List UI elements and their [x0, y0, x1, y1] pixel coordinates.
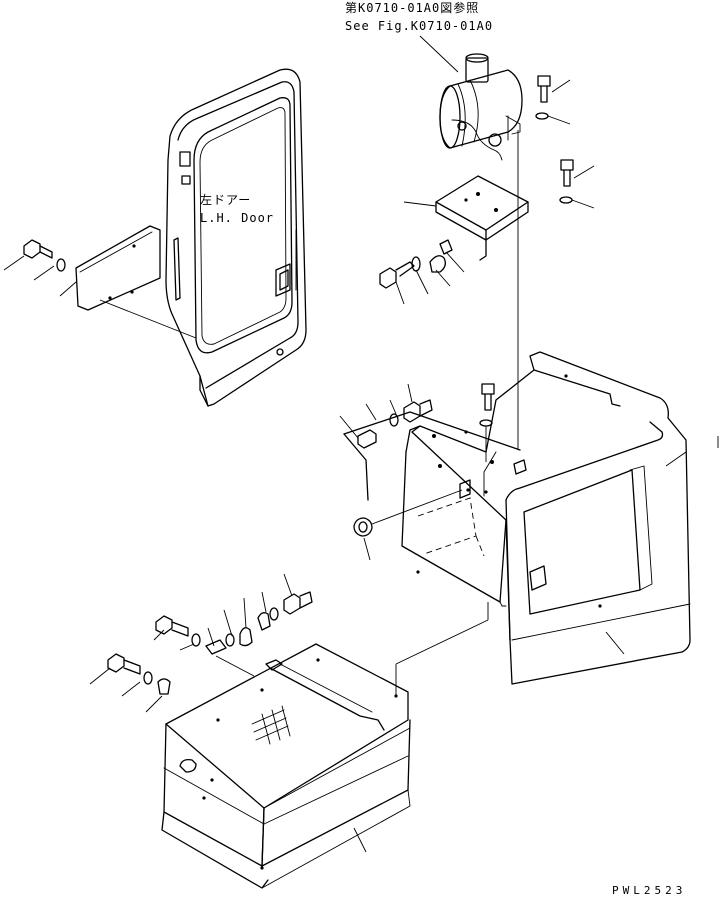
reference-leader-line [419, 35, 459, 73]
rear-cover-assembly [343, 351, 691, 685]
door-label-en: L.H. Door [200, 211, 274, 225]
battery-cover-box [161, 602, 489, 889]
clamp-and-bolt [379, 239, 453, 289]
leader-lines [3, 79, 719, 853]
door-label-jp: 左ドアー [200, 192, 251, 207]
cover-clamp-hardware [353, 383, 495, 537]
tank-bracket-plate [435, 175, 529, 261]
drawing-code: PWL2523 [612, 884, 686, 897]
tank-mounting-bolts [535, 75, 574, 204]
reference-note-en: See Fig.K0710-01A0 [345, 19, 493, 33]
lh-door: 左ドアー L.H. Door [165, 68, 307, 407]
battery-box-hardware [107, 591, 313, 695]
reference-note-jp: 第K0710-01A0図参照 [345, 0, 479, 15]
door-cover-plate [23, 225, 197, 339]
washer-tank-assembly [439, 53, 523, 161]
